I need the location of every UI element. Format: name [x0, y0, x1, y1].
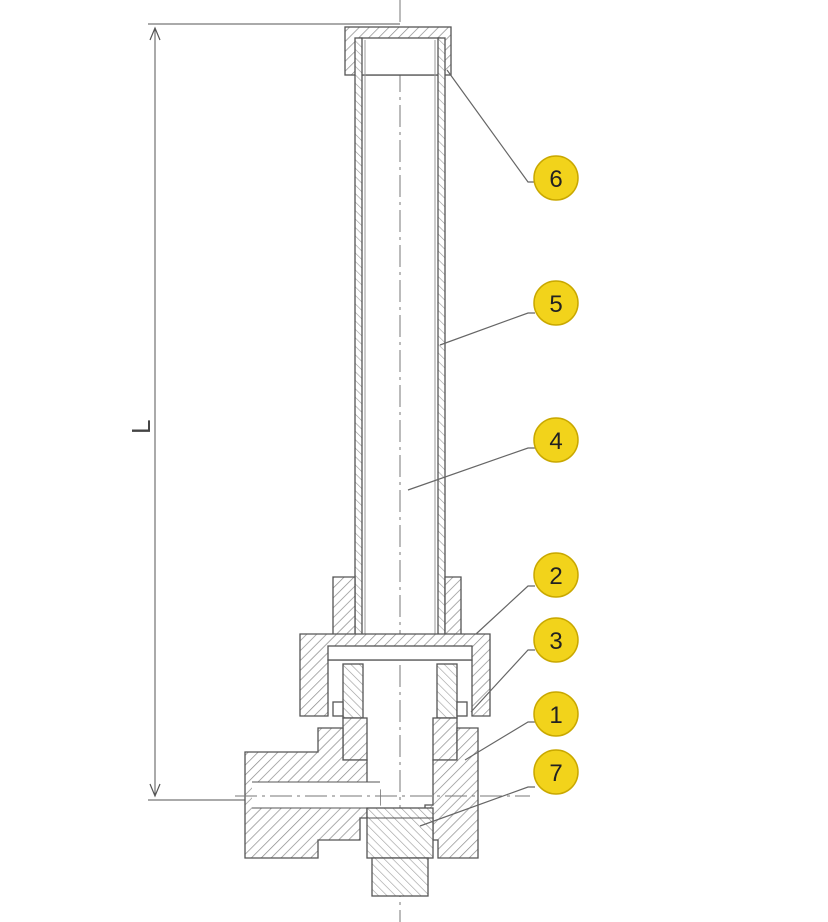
callout-1: 1	[533, 691, 579, 737]
callout-2-label: 2	[549, 563, 562, 590]
dimension-l	[148, 23, 400, 801]
dimension-label: L	[126, 420, 156, 434]
callout-4-label: 4	[549, 428, 562, 455]
callout-3: 3	[533, 617, 579, 663]
callout-3-label: 3	[549, 628, 562, 655]
outer-tube	[354, 37, 446, 639]
callout-5-label: 5	[549, 291, 562, 318]
callout-6: 6	[533, 155, 579, 201]
callout-4: 4	[533, 417, 579, 463]
callout-7-label: 7	[549, 760, 562, 787]
callout-1-label: 1	[549, 702, 562, 729]
callout-6-label: 6	[549, 166, 562, 193]
valve-body	[244, 727, 479, 859]
leader-lines	[407, 69, 535, 827]
union-nut	[299, 633, 491, 717]
bottom-plug	[366, 807, 434, 897]
callout-5: 5	[533, 280, 579, 326]
callout-7: 7	[533, 749, 579, 795]
upper-collar	[332, 576, 462, 639]
inner-bore	[364, 40, 436, 636]
callout-2: 2	[533, 552, 579, 598]
